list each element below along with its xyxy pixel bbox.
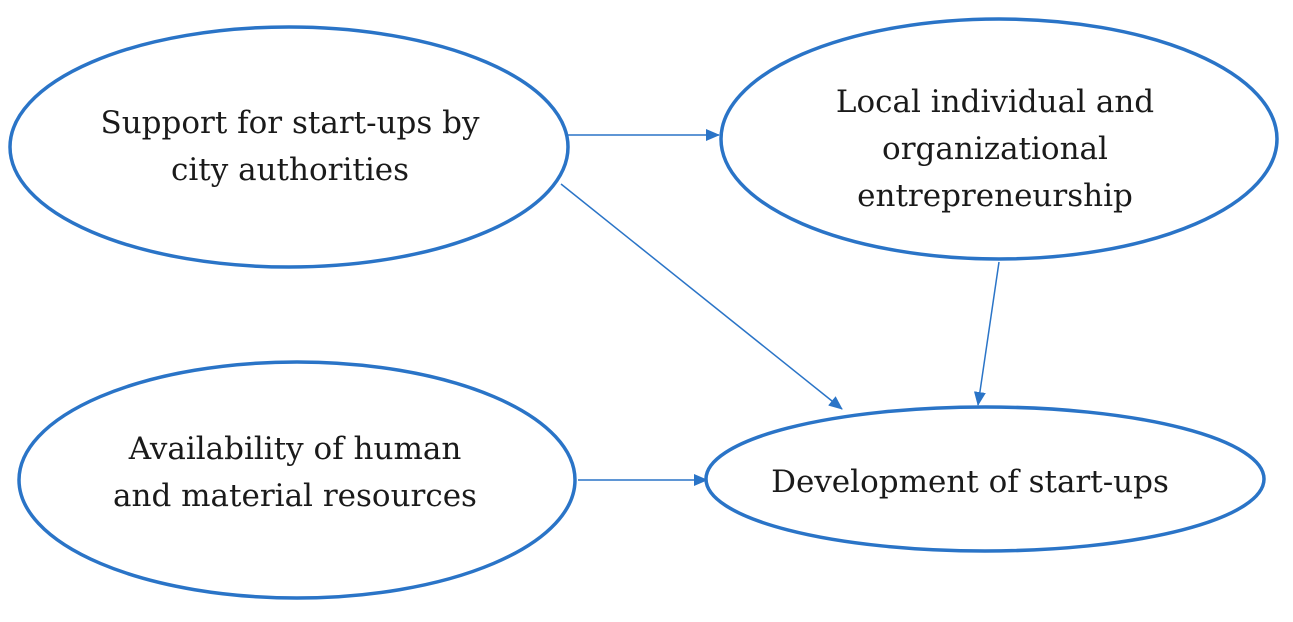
node-entrepreneurship-line-1: Local individual and xyxy=(835,83,1155,120)
node-entrepreneurship-label: Local individual and organizational entr… xyxy=(790,67,1200,231)
edge-entrepreneurship-to-development xyxy=(973,261,1000,406)
node-development-line-1: Development of start-ups xyxy=(771,463,1169,500)
node-resources-line-2: and material resources xyxy=(113,478,477,514)
node-support-label: Support for start-ups by city authoritie… xyxy=(60,90,520,204)
node-support-line-1: Support for start-ups by xyxy=(100,105,480,141)
edge-support-to-development xyxy=(560,183,843,410)
node-resources-label: Availability of human and material resou… xyxy=(60,416,530,530)
node-resources-ellipse xyxy=(17,360,577,600)
node-entrepreneurship-line-2: organizational xyxy=(882,130,1108,167)
node-resources-line-1: Availability of human xyxy=(128,431,462,467)
node-development-label: Development of start-ups xyxy=(760,450,1180,514)
node-entrepreneurship-line-3: entrepreneurship xyxy=(857,177,1133,214)
node-support-ellipse xyxy=(8,25,570,269)
node-entrepreneurship-ellipse xyxy=(719,17,1279,261)
node-support-line-2: city authorities xyxy=(171,152,409,188)
